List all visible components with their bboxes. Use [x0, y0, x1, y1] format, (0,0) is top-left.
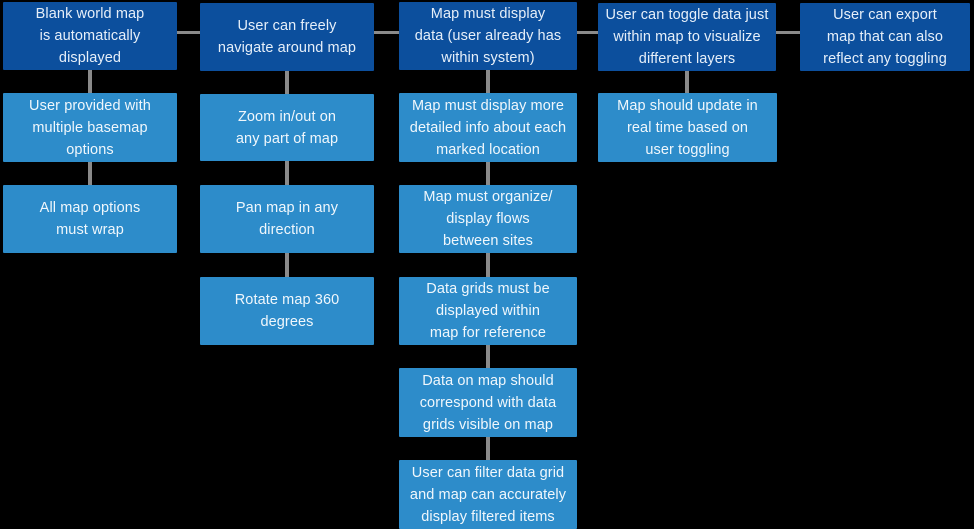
connector-epic3-epic4 — [577, 31, 598, 34]
epic-label: User can freely navigate around map — [217, 18, 357, 56]
story-label: Zoom in/out on any part of map — [235, 108, 339, 147]
story-label: Map should update in real time based on … — [617, 97, 758, 158]
epic-node-toggle-layers[interactable]: User can toggle data just within map to … — [598, 3, 776, 71]
story-label: Data on map should correspond with data … — [419, 372, 557, 433]
connector-col2-story1-story2 — [285, 161, 289, 185]
story-node-pan-map[interactable]: Pan map in any direction — [200, 185, 374, 253]
story-label: Map must display more detailed info abou… — [409, 97, 567, 158]
connector-col1-epic-story1 — [88, 70, 92, 93]
epic-label: User can toggle data just within map to … — [605, 7, 769, 67]
connector-col3-epic-story1 — [486, 70, 490, 93]
connector-epic2-epic3 — [374, 31, 399, 34]
story-label: Rotate map 360 degrees — [234, 292, 340, 330]
story-label: User provided with multiple basemap opti… — [29, 97, 151, 158]
story-node-detailed-info[interactable]: Map must display more detailed info abou… — [399, 93, 577, 162]
story-node-display-flows[interactable]: Map must organize/ display flows between… — [399, 185, 577, 253]
epic-label: Blank world map is automatically display… — [35, 6, 145, 66]
connector-col2-epic-story1 — [285, 71, 289, 94]
epic-node-export-map[interactable]: User can export map that can also reflec… — [800, 3, 970, 71]
story-node-data-grids[interactable]: Data grids must be displayed within map … — [399, 277, 577, 345]
epic-label: Map must display data (user already has … — [414, 6, 562, 66]
connector-col4-epic-story1 — [685, 71, 689, 93]
story-node-basemap-options[interactable]: User provided with multiple basemap opti… — [3, 93, 177, 162]
story-label: All map options must wrap — [39, 200, 141, 238]
epic-label: User can export map that can also reflec… — [823, 7, 947, 67]
story-node-zoom-in-out[interactable]: Zoom in/out on any part of map — [200, 94, 374, 161]
story-label: Pan map in any direction — [235, 200, 339, 238]
story-label: Map must organize/ display flows between… — [423, 189, 553, 249]
story-label: User can filter data grid and map can ac… — [409, 464, 567, 525]
connector-epic4-epic5 — [776, 31, 800, 34]
connector-col3-story2-story3 — [486, 253, 490, 277]
story-node-map-options-wrap[interactable]: All map options must wrap — [3, 185, 177, 253]
connector-col3-story1-story2 — [486, 162, 490, 185]
connector-epic1-epic2 — [177, 31, 200, 34]
story-node-rotate-map[interactable]: Rotate map 360 degrees — [200, 277, 374, 345]
connector-col2-story2-story3 — [285, 253, 289, 277]
story-node-realtime-update[interactable]: Map should update in real time based on … — [598, 93, 777, 162]
epic-node-display-data[interactable]: Map must display data (user already has … — [399, 2, 577, 70]
story-node-data-correspond[interactable]: Data on map should correspond with data … — [399, 368, 577, 437]
connector-col1-story1-story2 — [88, 162, 92, 185]
epic-node-navigate-map[interactable]: User can freely navigate around map — [200, 3, 374, 71]
epic-node-blank-world-map[interactable]: Blank world map is automatically display… — [3, 2, 177, 70]
story-label: Data grids must be displayed within map … — [426, 281, 550, 341]
connector-col3-story3-story4 — [486, 345, 490, 368]
story-node-filter-data-grid[interactable]: User can filter data grid and map can ac… — [399, 460, 577, 529]
connector-col3-story4-story5 — [486, 437, 490, 460]
